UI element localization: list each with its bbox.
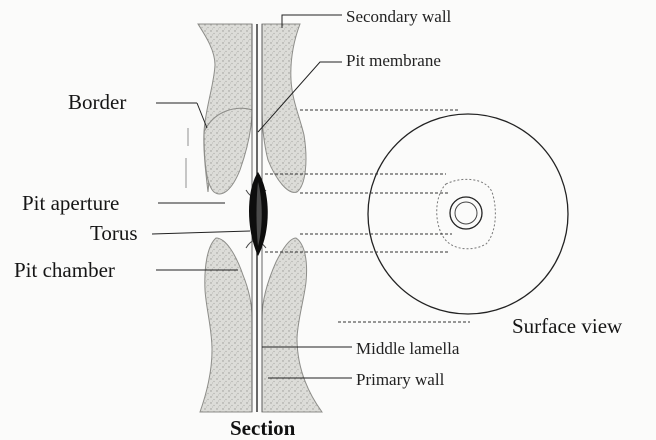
label-section: Section [230, 418, 295, 439]
label-secondary-wall: Secondary wall [346, 8, 451, 25]
border-bracket-mark [186, 128, 188, 188]
leader-torus [152, 231, 250, 234]
secondary-wall-upper-right [262, 24, 306, 192]
label-border: Border [68, 92, 126, 113]
label-pit-membrane: Pit membrane [346, 52, 441, 69]
label-pit-aperture: Pit aperture [22, 193, 119, 214]
label-torus: Torus [90, 223, 138, 244]
leader-border-drop [197, 103, 207, 128]
label-primary-wall: Primary wall [356, 371, 444, 388]
secondary-wall-lower-right [262, 238, 322, 412]
secondary-wall-lower-left [200, 238, 252, 412]
label-middle-lamella: Middle lamella [356, 340, 459, 357]
label-pit-chamber: Pit chamber [14, 260, 115, 281]
border-lobe-upper-left [204, 108, 252, 194]
label-surface-view: Surface view [512, 316, 622, 337]
